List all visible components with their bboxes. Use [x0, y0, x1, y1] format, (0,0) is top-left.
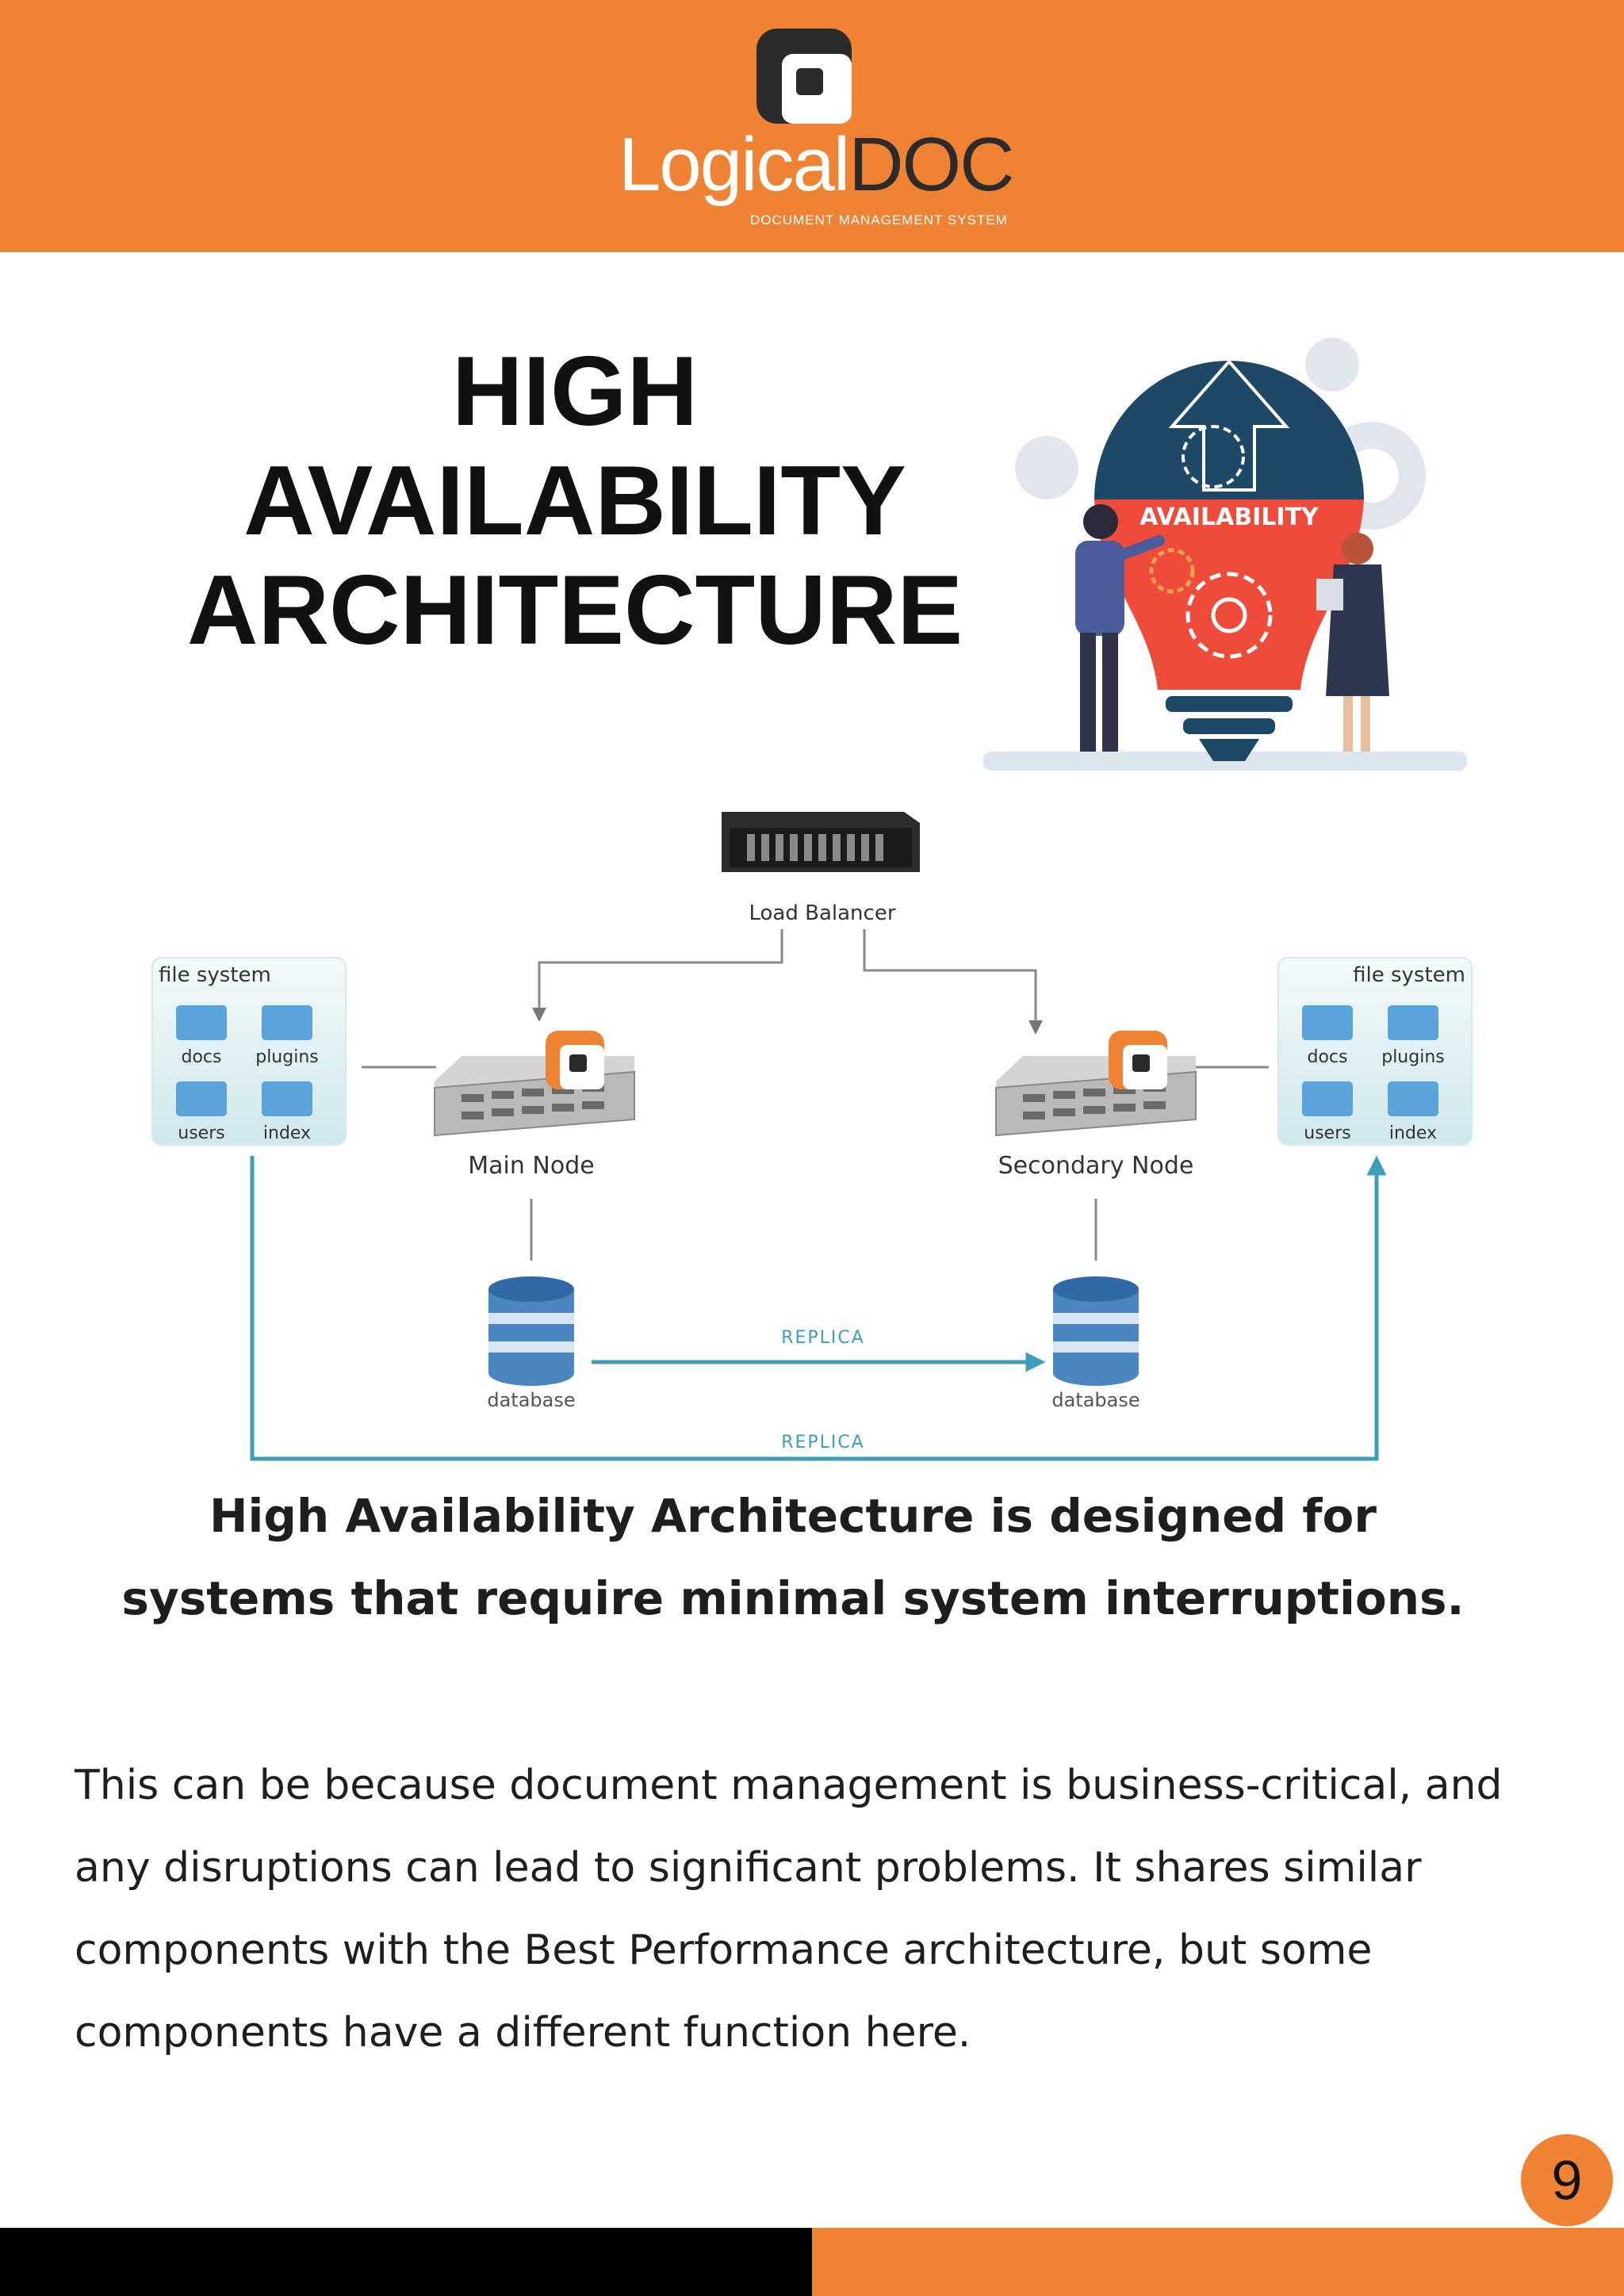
body-line-1: This can be because document management … — [75, 1762, 1503, 1809]
replica-fs-arrow — [250, 1155, 1387, 1461]
bulb-bottom — [1094, 499, 1364, 690]
title-line-1: HIGH — [452, 337, 698, 446]
logo-wordmark: LogicalDOC — [619, 127, 1015, 203]
page-title: HIGH AVAILABILITY ARCHITECTURE — [174, 337, 975, 665]
body-line-2: any disruptions can lead to significant … — [75, 1844, 1422, 1892]
subtitle: High Availability Architecture is design… — [79, 1475, 1507, 1640]
logo-tagline: DOCUMENT MANAGEMENT SYSTEM — [750, 212, 1008, 228]
header-banner: LogicalDOC DOCUMENT MANAGEMENT SYSTEM — [0, 0, 1624, 252]
high-availability-illustration: HIGH AVAILABILITY — [983, 330, 1467, 771]
body-line-3: components with the Best Performance arc… — [75, 1927, 1373, 1974]
architecture-diagram: Load Balancer file system docs plugins u… — [151, 812, 1473, 1461]
main-node-logo-icon — [546, 1031, 604, 1089]
replica-db-label: REPLICA — [781, 1328, 865, 1348]
man-figure — [1075, 504, 1165, 752]
bulb-top-label: HIGH — [1193, 330, 1266, 360]
gear-outline-icon — [1182, 425, 1245, 488]
load-balancer-label: Load Balancer — [749, 901, 895, 925]
logicaldoc-logo-icon — [756, 29, 852, 124]
gear-icon — [1185, 572, 1273, 659]
footer-bar-dark — [0, 2228, 812, 2296]
main-node-label: Main Node — [468, 1152, 594, 1180]
body-line-4: components have a different function her… — [75, 2009, 971, 2057]
folder-index-right: index — [1389, 1123, 1437, 1143]
main-node-server — [434, 1056, 635, 1137]
subtitle-line-1: High Availability Architecture is design… — [209, 1489, 1377, 1543]
page-number-badge: 9 — [1521, 2134, 1613, 2226]
database-right-icon — [1053, 1276, 1139, 1386]
footer-bar-orange — [812, 2228, 1624, 2296]
file-system-left-title: file system — [159, 963, 271, 987]
folder-index-left: index — [263, 1123, 311, 1143]
file-system-left — [151, 957, 347, 1146]
logo-word-logical: Logical — [619, 122, 850, 207]
lb-to-secondary-connector — [863, 929, 1043, 1035]
lb-to-main-connector — [532, 929, 783, 1022]
body-paragraph: This can be because document management … — [75, 1744, 1565, 2074]
load-balancer — [722, 812, 920, 872]
folder-docs-right: docs — [1308, 1047, 1348, 1067]
subtitle-line-2: systems that require minimal system inte… — [121, 1571, 1465, 1625]
file-system-right-title: file system — [1353, 963, 1465, 987]
database-left-label: database — [487, 1389, 575, 1411]
database-left-icon — [488, 1276, 574, 1386]
folder-users-left: users — [178, 1123, 224, 1143]
logo-word-doc: DOC — [848, 122, 1014, 207]
database-right-label: database — [1051, 1389, 1139, 1411]
file-system-right — [1277, 957, 1473, 1146]
title-line-2: AVAILABILITY — [243, 446, 906, 556]
secondary-node-logo-icon — [1109, 1031, 1167, 1089]
folder-plugins-left: plugins — [255, 1047, 319, 1067]
bulb-band-label: AVAILABILITY — [1139, 503, 1320, 531]
secondary-node-label: Secondary Node — [998, 1152, 1194, 1180]
folder-docs-left: docs — [182, 1047, 222, 1067]
woman-figure — [1316, 533, 1389, 752]
replica-fs-label: REPLICA — [781, 1433, 865, 1452]
small-gear-icon — [1149, 548, 1195, 594]
up-arrow-icon — [1168, 358, 1290, 492]
folder-users-right: users — [1304, 1123, 1350, 1143]
folder-plugins-right: plugins — [1381, 1047, 1445, 1067]
title-line-3: ARCHITECTURE — [186, 556, 963, 665]
